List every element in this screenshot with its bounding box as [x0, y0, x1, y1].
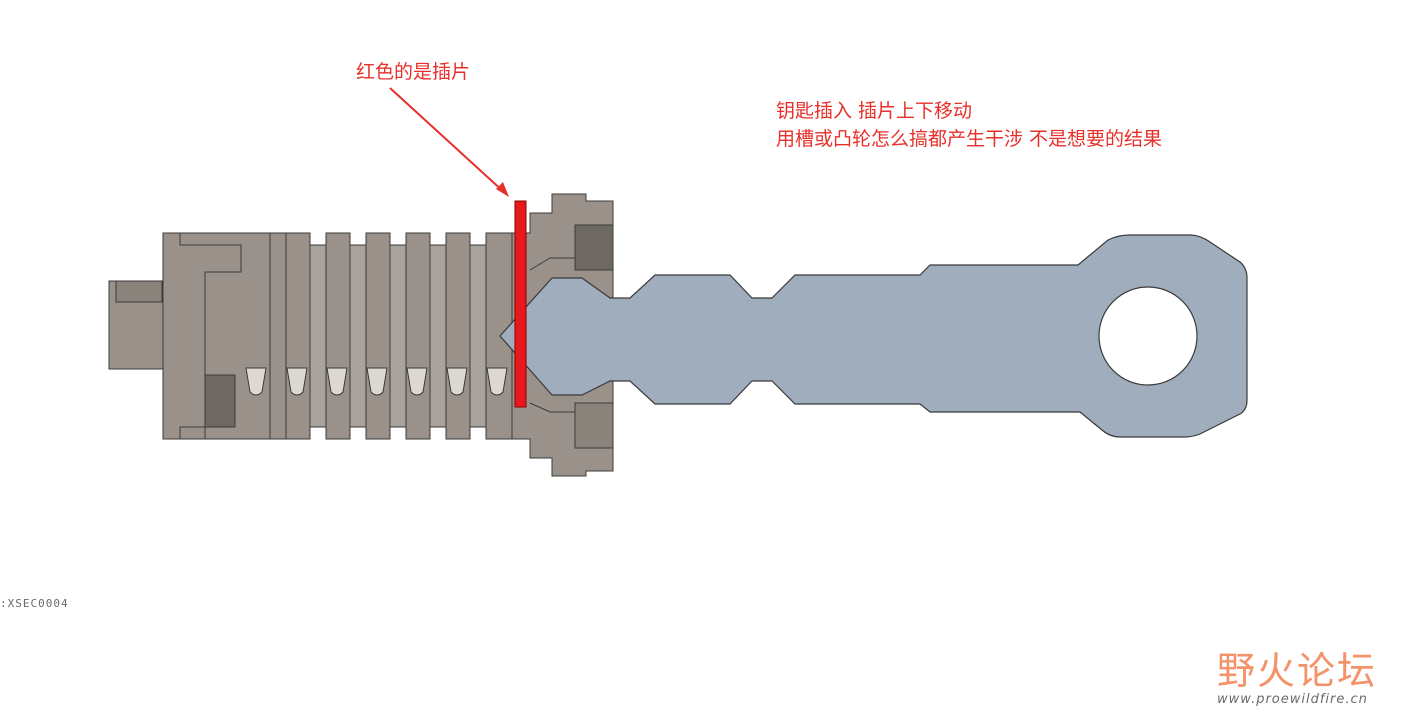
key-ring-hole [1098, 286, 1198, 386]
watermark-url: www.proewildfire.cn [1217, 692, 1368, 707]
description-annotation: 钥匙插入 插片上下移动 用槽或凸轮怎么搞都产生干涉 不是想要的结果 [776, 97, 1162, 153]
annotation-arrow [389, 87, 509, 197]
description-line-2: 用槽或凸轮怎么搞都产生干涉 不是想要的结果 [776, 128, 1163, 150]
description-line-1: 钥匙插入 插片上下移动 [776, 100, 973, 122]
watermark-logo: 野火论坛 [1217, 649, 1378, 693]
insert-plate [514, 200, 527, 408]
watermark: 野火论坛 www.proewildfire.cn [1212, 630, 1392, 710]
section-label: :XSEC0004 [0, 597, 69, 610]
lock-cylinder [108, 193, 614, 477]
insert-annotation: 红色的是插片 [356, 61, 471, 83]
key [499, 234, 1248, 438]
